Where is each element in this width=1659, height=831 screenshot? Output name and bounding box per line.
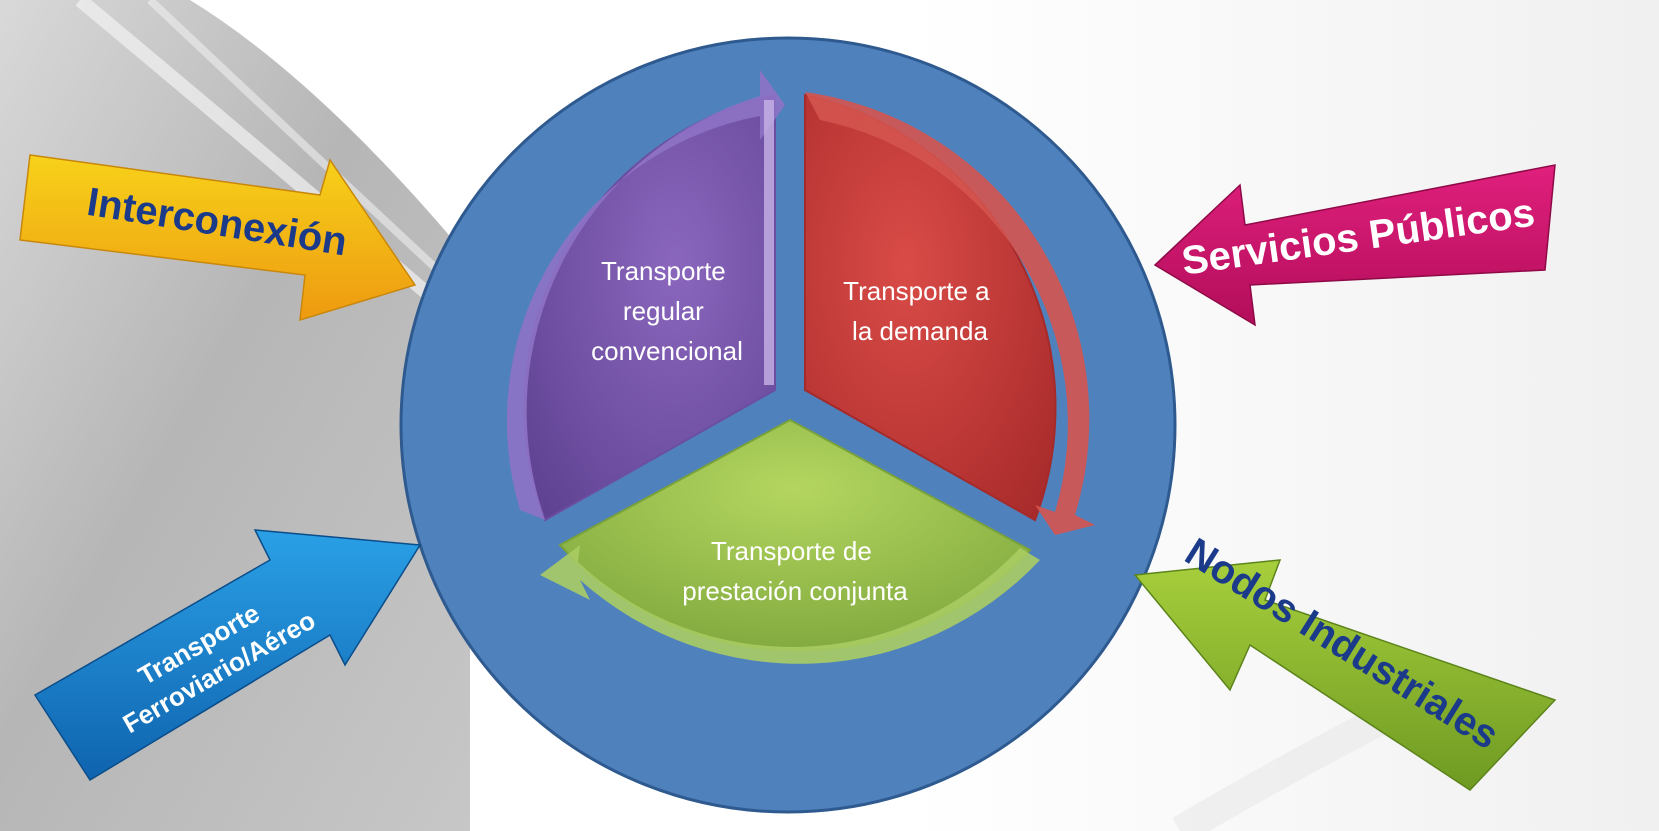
segment-regular-label: Transporte regular convencional (591, 256, 743, 366)
purple-cycle-arrow (506, 70, 785, 520)
segment-demand-line-2: la demanda (852, 316, 988, 346)
red-cycle-arrow (805, 92, 1095, 535)
segment-regular-line-1: Transporte (601, 256, 726, 286)
arrow-interconexion: Interconexión (19, 154, 417, 322)
segment-joint-label: Transporte de prestación conjunta (682, 536, 908, 606)
arrow-servicios: Servicios Públicos (1153, 164, 1556, 327)
segment-demand: Transporte a la demanda (804, 92, 1095, 535)
segment-joint-line-2: prestación conjunta (682, 576, 908, 606)
segment-demand-line-1: Transporte a (843, 276, 990, 306)
segment-regular-line-3: convencional (591, 336, 743, 366)
segment-regular-line-2: regular (623, 296, 704, 326)
segment-joint-line-1: Transporte de (711, 536, 872, 566)
segment-regular: Transporte regular convencional (506, 70, 785, 522)
segment-demand-label: Transporte a la demanda (843, 276, 997, 346)
segment-joint: Transporte de prestación conjunta (540, 418, 1040, 664)
green-cycle-arrow (540, 545, 1040, 664)
